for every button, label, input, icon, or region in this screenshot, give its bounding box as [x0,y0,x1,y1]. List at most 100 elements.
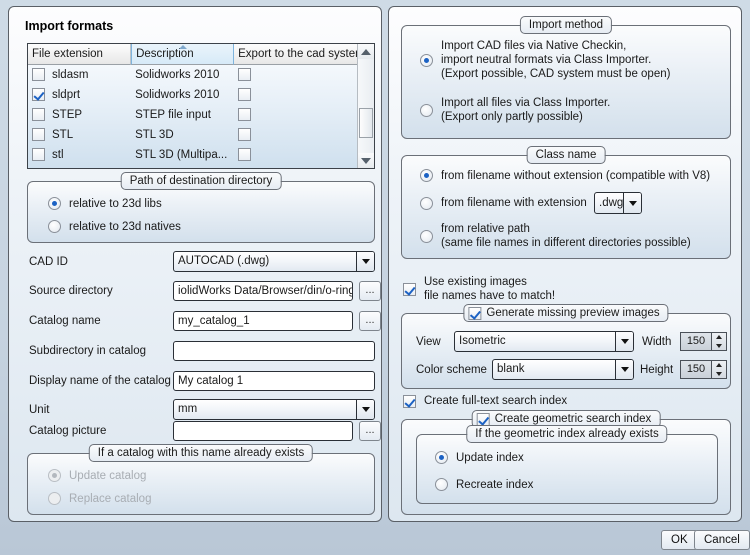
catalog-picture-input[interactable] [173,421,353,441]
catalog-name-browse-button[interactable]: ... [359,311,381,331]
export-checkbox-icon[interactable] [238,128,252,142]
export-checkbox-icon[interactable] [238,108,252,122]
cad-id-label: CAD ID [29,256,68,268]
generate-preview-images-caption[interactable]: Generate missing preview images [463,304,669,322]
radio-replace-catalog[interactable]: Replace catalog [48,492,151,506]
row-checkbox-icon[interactable] [32,128,45,142]
export-checkbox-icon[interactable] [238,68,252,82]
scrollbar-track[interactable] [358,59,374,153]
view-select[interactable]: Isometric [454,331,634,352]
caption-label: Create geometric search index [494,413,652,425]
cancel-button[interactable]: Cancel [694,530,750,550]
geometric-search-index-group: Create geometric search index If the geo… [401,410,731,515]
cad-id-value: AUTOCAD (.dwg) [178,255,270,267]
table-scrollbar[interactable] [357,44,374,168]
display-name-input[interactable]: My catalog 1 [173,371,375,391]
unit-select[interactable]: mm [173,399,375,420]
export-checkbox-icon[interactable] [238,148,252,162]
chevron-down-icon[interactable] [356,252,374,271]
width-stepper[interactable]: 150 [680,332,727,351]
class-name-group: Class name from filename without extensi… [401,146,731,259]
color-scheme-select[interactable]: blank [492,359,634,380]
radio-class-importer[interactable]: Import all files via Class Importer. (Ex… [420,96,720,124]
chevron-down-icon[interactable] [356,400,374,419]
radio-update-index[interactable]: Update index [435,451,524,465]
sort-ascending-icon [178,45,187,49]
radio-icon [420,196,433,210]
chevron-down-icon [716,343,722,348]
catalog-picture-label: Catalog picture [29,425,107,437]
radio-relative-to-libs[interactable]: relative to 23d libs [48,197,162,211]
catalog-exists-caption: If a catalog with this name already exis… [88,444,314,462]
radio-relative-to-natives[interactable]: relative to 23d natives [48,220,181,234]
export-checkbox-icon[interactable] [238,88,252,102]
destination-directory-group: Path of destination directory relative t… [27,172,375,243]
import-method-group: Import method Import CAD files via Nativ… [401,16,731,139]
column-header-export-to-cad[interactable]: Export to the cad system [234,44,357,65]
radio-filename-with-extension[interactable]: from filename with extension [420,196,587,210]
radio-label: Update index [456,452,524,464]
cell-description: Solidworks 2010 [135,89,220,101]
radio-icon [48,492,61,505]
chevron-up-icon [716,335,722,340]
file-extension-text: stl [52,149,64,161]
catalog-name-input[interactable]: my_catalog_1 [173,311,353,331]
height-value[interactable]: 150 [681,361,711,378]
radio-recreate-index[interactable]: Recreate index [435,478,533,492]
row-checkbox-icon[interactable] [32,88,45,102]
radio-relative-path[interactable]: from relative path (same file names in d… [420,222,720,250]
radio-native-checkin[interactable]: Import CAD files via Native Checkin, imp… [420,39,720,81]
catalog-name-label: Catalog name [29,315,101,327]
checkbox-fulltext-search-index[interactable]: Create full-text search index [403,394,567,408]
radio-icon [48,220,61,233]
scroll-down-button[interactable] [358,153,374,168]
column-header-file-extension[interactable]: File extension [28,44,132,65]
column-header-description-label: Description [136,48,194,60]
cell-description: STL 3D (Multipa... [135,149,228,161]
chevron-down-icon[interactable] [615,332,633,351]
radio-label: from filename without extension (compati… [441,170,711,182]
checkbox-use-existing-images[interactable]: Use existing images file names have to m… [403,275,723,303]
radio-update-catalog[interactable]: Update catalog [48,469,146,483]
row-checkbox-icon[interactable] [32,148,45,162]
column-header-description[interactable]: Description [131,44,235,65]
radio-icon [420,169,433,182]
checkbox-label: Create full-text search index [424,395,568,407]
radio-icon [435,451,448,464]
radio-icon [435,478,448,491]
subdirectory-input[interactable] [173,341,375,361]
scroll-up-button[interactable] [358,44,374,59]
row-checkbox-icon[interactable] [32,108,45,122]
chevron-down-icon[interactable] [615,360,633,379]
catalog-picture-browse-button[interactable]: ... [359,421,381,441]
ok-button[interactable]: OK [661,530,698,550]
radio-label: Recreate index [456,479,534,491]
row-checkbox-icon[interactable] [32,68,45,82]
table-row[interactable]: stl STL 3D (Multipa... [28,145,357,165]
source-directory-input[interactable]: iolidWorks Data/Browser/din/o-rings [173,281,353,301]
radio-filename-without-extension[interactable]: from filename without extension (compati… [420,169,710,183]
table-header-row: File extension Description Export to the… [28,44,357,65]
scrollbar-thumb[interactable] [359,107,373,138]
chevron-down-icon[interactable] [623,193,641,213]
stepper-buttons[interactable] [711,361,726,378]
height-stepper[interactable]: 150 [680,360,727,379]
cell-export-to-cad [234,145,357,165]
source-directory-label: Source directory [29,285,113,297]
radio-icon [420,104,433,117]
extension-select[interactable]: .dwg [594,192,642,214]
cad-id-select[interactable]: AUTOCAD (.dwg) [173,251,375,272]
checkbox-icon [476,412,490,426]
page-title: Import formats [25,19,114,33]
import-formats-table[interactable]: File extension Description Export to the… [27,43,375,169]
stepper-buttons[interactable] [711,333,726,350]
width-value[interactable]: 150 [681,333,711,350]
subdirectory-label: Subdirectory in catalog [29,345,146,357]
source-directory-browse-button[interactable]: ... [359,281,381,301]
table-body-wrap: File extension Description Export to the… [28,44,357,168]
